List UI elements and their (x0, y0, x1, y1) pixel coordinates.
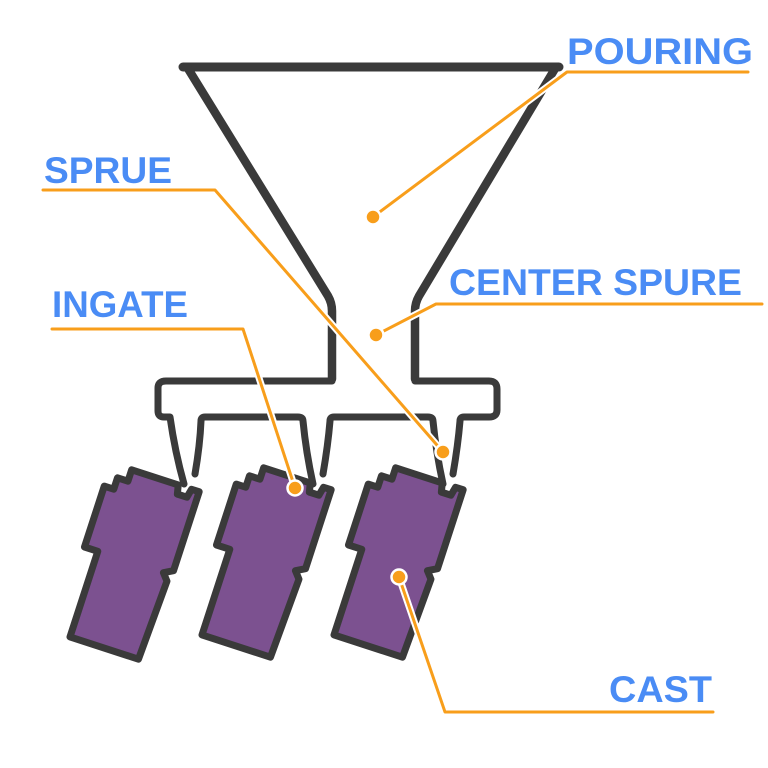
cast-part-3 (321, 461, 464, 659)
center-spure-pointer-dot (367, 326, 385, 344)
cast-leader-line (397, 575, 715, 714)
cast-label: CAST (609, 669, 712, 710)
pouring-leader-line (371, 70, 750, 219)
pouring-cup-left-wall (182, 62, 337, 384)
leader-lines (39, 68, 766, 716)
ingate-label: INGATE (52, 284, 188, 325)
pouring-label: POURING (567, 31, 753, 72)
labels: POURING SPRUE CENTER SPURE INGATE CAST (44, 31, 753, 710)
ingate-pointer-dot (286, 479, 304, 497)
cast-pointer-dot (390, 568, 408, 586)
cast-parts (57, 461, 464, 661)
center-spure-leader-casing (372, 300, 766, 339)
sprue-pointer-dot (434, 443, 452, 461)
center-spure-leader-line (374, 302, 764, 337)
center-spure-label: CENTER SPURE (449, 262, 742, 303)
cast-part-2 (189, 461, 332, 659)
sprue-label: SPRUE (44, 150, 172, 191)
ingate-leader-line (50, 327, 297, 490)
sprue-leader-line (41, 188, 445, 454)
ingate-leader-casing (48, 325, 299, 492)
mold-outline (154, 62, 564, 488)
spout1-right-wall-runner-bottom-spout2-left-wall (191, 413, 317, 488)
pouring-cup-right-wall (410, 62, 561, 384)
runner-left-and-spout1-left-wall (154, 377, 336, 488)
spout3-right-wall-and-runner-right (411, 377, 501, 478)
pouring-leader-casing (369, 68, 752, 221)
pouring-pointer-dot (364, 208, 382, 226)
cast-part-1 (57, 463, 200, 661)
